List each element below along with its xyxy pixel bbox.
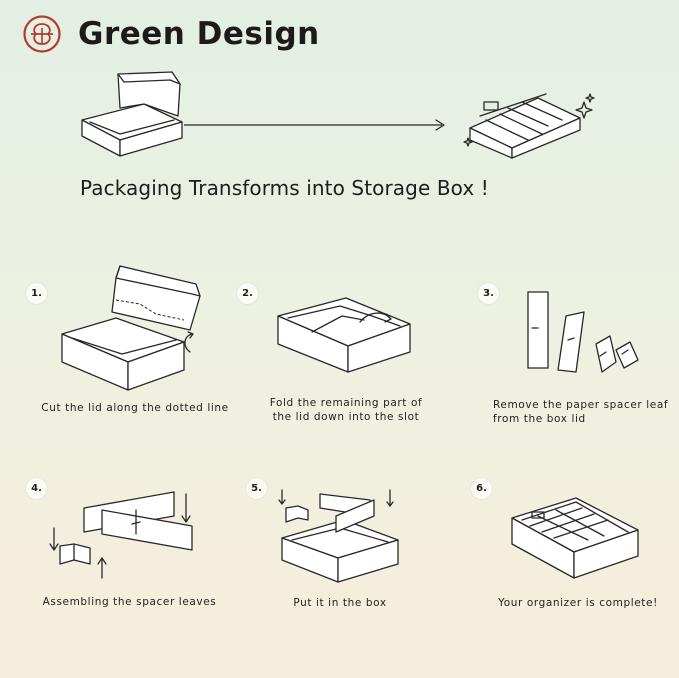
step-1-number: 1. (26, 283, 47, 304)
step-4-number: 4. (26, 478, 47, 499)
brand-name: Green Design (78, 16, 320, 52)
step-5-number: 5. (246, 478, 267, 499)
step-6-caption: Your organizer is complete! (498, 597, 658, 609)
hero-illustration (81, 71, 595, 159)
step-1-caption: Cut the lid along the dotted line (41, 402, 229, 414)
step-4-caption: Assembling the spacer leaves (42, 596, 217, 608)
step-3-number: 3. (478, 283, 499, 304)
step-2-caption: Fold the remaining part of the lid down … (269, 397, 423, 423)
step-2-illustration (277, 297, 411, 373)
headline: Packaging Transforms into Storage Box ! (80, 176, 489, 200)
organizer-box-illustration (469, 93, 581, 159)
step-1-illustration (61, 265, 201, 391)
step-5-illustration (278, 489, 399, 583)
open-box-illustration (81, 71, 183, 157)
flower-logo-icon (23, 15, 61, 53)
step-2-number: 2. (237, 283, 258, 304)
step-3-caption: Remove the paper spacer leaf from the bo… (493, 399, 669, 425)
sparkle-icon (463, 93, 595, 147)
step-5-caption: Put it in the box (293, 597, 387, 609)
step-3-illustration (527, 291, 639, 373)
step-4-illustration (49, 491, 193, 579)
brand-header: Green Design (22, 14, 320, 54)
step-6-illustration (511, 497, 639, 579)
step-6-number: 6. (471, 478, 492, 499)
